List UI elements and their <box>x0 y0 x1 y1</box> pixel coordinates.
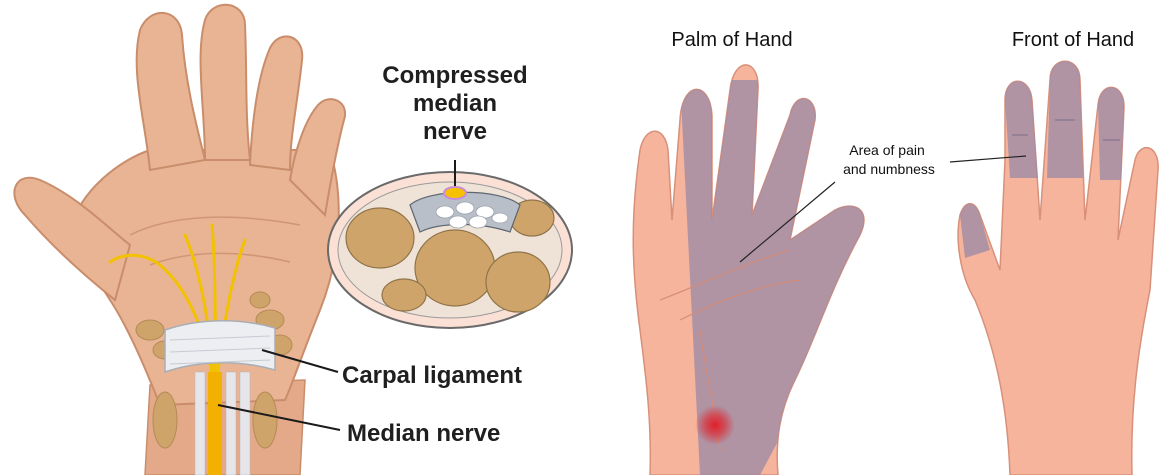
palm-title: Palm of Hand <box>671 29 792 51</box>
median-nerve-label: Median nerve <box>347 420 500 447</box>
anatomical-hand-illustration <box>14 5 345 475</box>
wrist-cross-section <box>328 160 572 328</box>
front-title: Front of Hand <box>1012 29 1134 51</box>
pain-label-line1: Area of pain <box>849 142 925 158</box>
compressed-label-line2: median <box>413 90 497 117</box>
carpal-ligament-label: Carpal ligament <box>342 362 522 389</box>
compressed-label-line3: nerve <box>423 118 487 145</box>
compressed-label-line1: Compressed <box>382 62 527 89</box>
affected-area-ring <box>1098 87 1124 180</box>
affected-area-index <box>1005 81 1038 178</box>
compressed-nerve <box>444 187 466 199</box>
front-of-hand-figure <box>950 61 1158 475</box>
pain-label-line2: and numbness <box>843 161 935 177</box>
palm-of-hand-figure <box>633 65 880 475</box>
pain-point <box>695 405 735 445</box>
